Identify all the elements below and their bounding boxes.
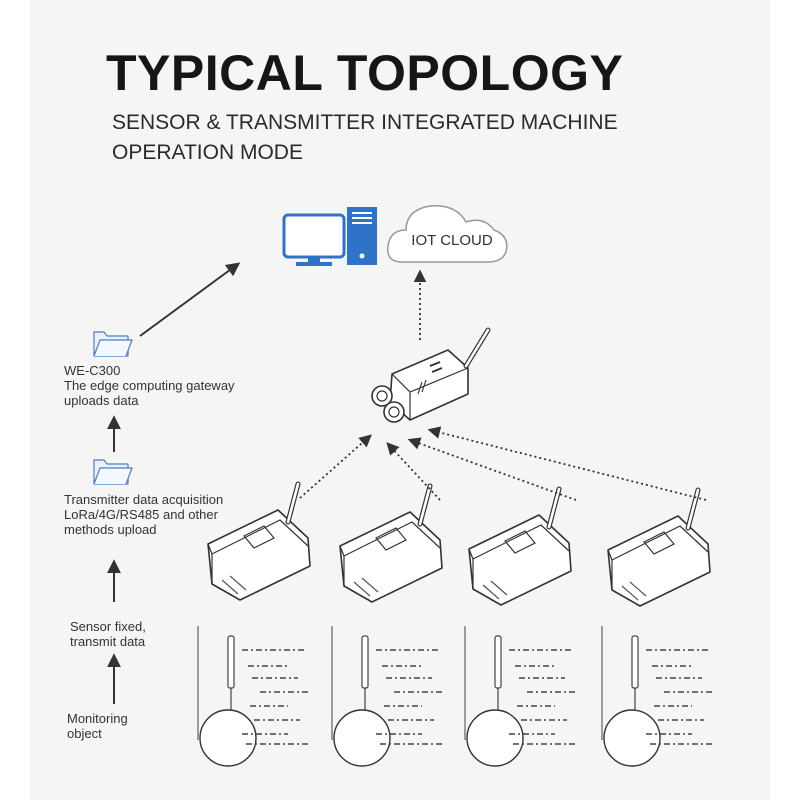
data-upload-arrows [299,426,707,501]
folder-icon [93,459,133,485]
sensor-step-label: Sensor fixed, transmit data [70,619,146,649]
transmitter-device-icon [340,486,442,602]
gateway-device-icon [372,330,488,422]
monitoring-step-label: Monitoring object [67,711,128,741]
subtitle-line-1: SENSOR & TRANSMITTER INTEGRATED MACHINE [112,111,618,134]
cloud-icon [387,205,508,263]
folder-icon [93,331,133,357]
cloud-label: IOT CLOUD [411,232,493,249]
subtitle-line-2: OPERATION MODE [112,141,303,164]
gateway-step-label: WE-C300 The edge computing gateway uploa… [64,363,235,408]
flow-arrows [107,262,241,704]
page-subtitle: SENSOR & TRANSMITTER INTEGRATED MACHINE … [112,108,618,168]
sensor-probe-icon [601,625,715,767]
transmitter-device-icon [469,489,571,605]
transmitter-device-icon [608,490,710,606]
sensor-probe-icon [197,625,311,767]
sensor-probe-icon [331,625,445,767]
transmitter-step-label: Transmitter data acquisition LoRa/4G/RS4… [64,492,224,537]
computer-icon [282,207,377,266]
page-title: TYPICAL TOPOLOGY [106,45,624,101]
transmitter-device-icon [208,484,310,600]
sensor-probe-icon [464,625,578,767]
